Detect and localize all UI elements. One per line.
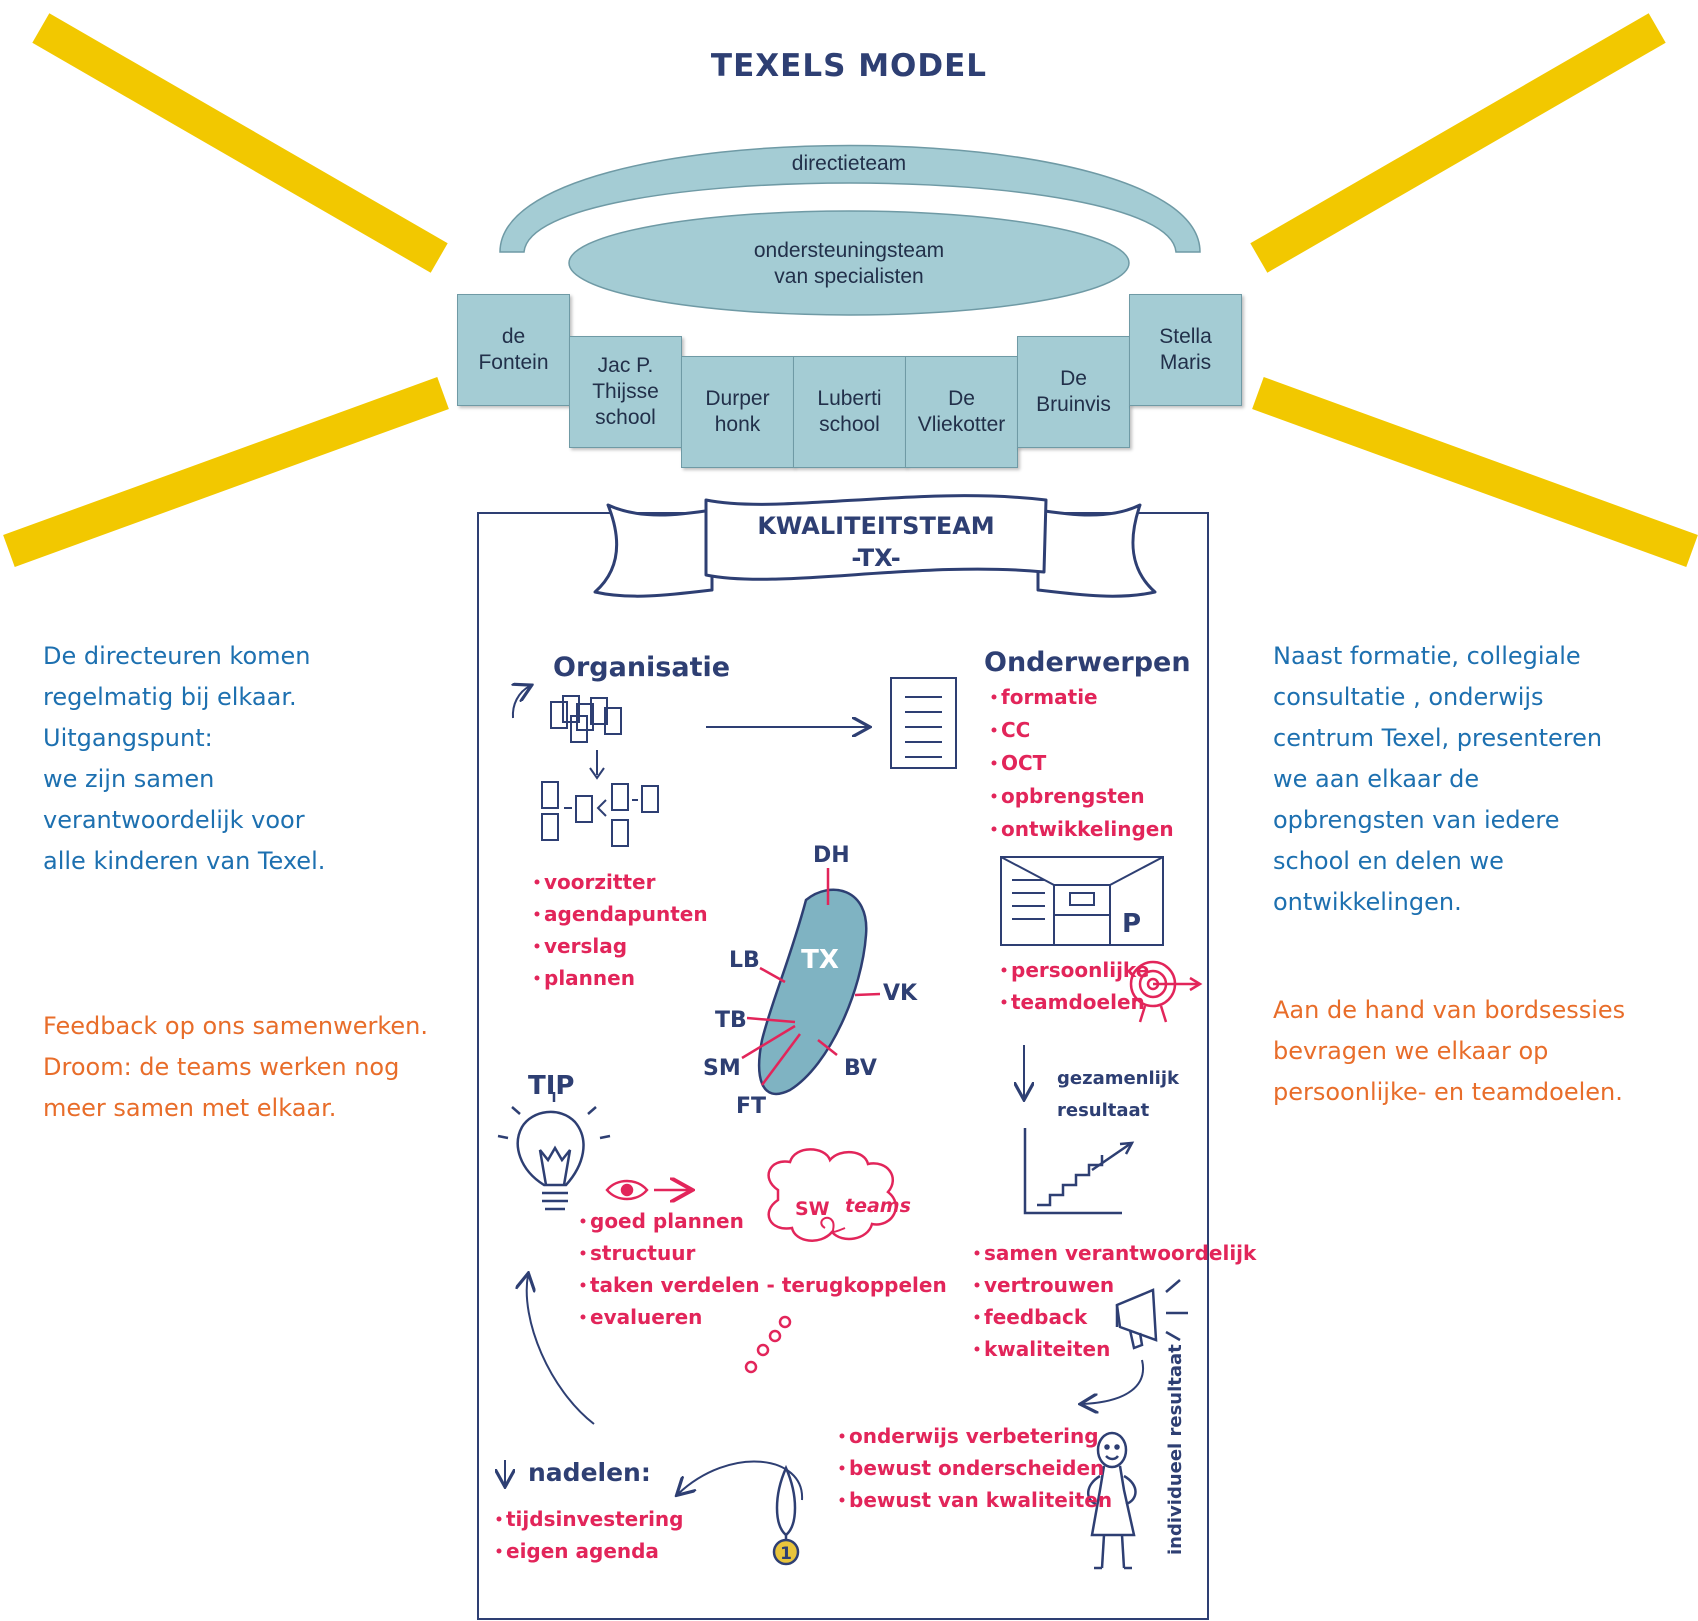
tip-heading: TIP [528,1071,574,1101]
nadelen-item-2: eigen agenda [506,1539,659,1563]
island-label-tb: TB [715,1008,747,1033]
cloud-loop [820,1216,846,1233]
doelen-item-2: teamdoelen [1011,990,1145,1014]
nadelen-heading: nadelen: [528,1458,651,1487]
management-diagram [499,144,1201,316]
organisatie-item-3: verslag [544,934,627,958]
board-icon [1000,856,1164,946]
document-icon [890,677,957,769]
banner-line2: -TX- [851,544,900,572]
medal-number: 1 [780,1544,792,1564]
tip-item-1: goed plannen [590,1209,744,1233]
cloud-teams: teams [845,1195,911,1217]
curved-arrow-down-left [1082,1359,1145,1404]
banner-left-tail [593,503,714,598]
eye-icon [605,1181,690,1199]
island-label-bv: BV [844,1056,877,1081]
growth-chart-icon [1023,1128,1135,1215]
tip-item-4: evalueren [590,1305,702,1329]
nadelen-item-1: tijdsinvestering [506,1507,684,1531]
island-label-vk: VK [883,981,918,1006]
thought-bubbles [744,1315,792,1374]
onderwerpen-item-3: OCT [1001,751,1047,775]
island-label-dh: DH [813,843,850,868]
gezamenlijk-line2: resultaat [1057,1100,1150,1121]
board-letter: P [1122,909,1141,939]
onderwerpen-item-5: ontwikkelingen [1001,817,1174,841]
doelen-item-1: persoonlijke [1011,958,1149,982]
org-chart-icon [541,695,659,847]
left-blue-text: De directeuren komen regelmatig bij elka… [43,642,326,875]
island-center: TX [801,945,839,975]
target-icon [1129,960,1203,1023]
directieteam-label: directieteam [791,152,907,175]
thought-cloud [767,1148,898,1242]
medal-icon [772,1464,800,1566]
tip-item-3: taken verdelen - terugkoppelen [590,1273,947,1297]
curved-arrow-up-to-tip [527,1275,595,1425]
organisatie-curved-arrow [513,686,530,719]
cloud-sw: SW [795,1198,830,1220]
right-orange-text: Aan de hand van bordsessies bevragen we … [1273,996,1626,1106]
island-label-ft: FT [736,1094,766,1119]
island-lines [741,868,881,1086]
verbetering-item-2: bewust onderscheiden [849,1456,1104,1480]
person-icon [1087,1431,1137,1570]
island-label-lb: LB [729,948,760,973]
verbetering-item-1: onderwijs verbetering [849,1424,1099,1448]
ondersteuningsteam-label: ondersteuningsteam van specialisten [699,238,999,290]
onderwerpen-bullets [991,694,997,832]
onderwerpen-item-2: CC [1001,718,1030,742]
organisatie-item-1: voorzitter [544,870,656,894]
individueel-label: individueel resultaat [1165,1344,1186,1555]
directieteam-arc [499,144,1201,253]
curved-arrow-to-nadelen [678,1460,804,1501]
page-title: TEXELS MODEL [710,48,988,84]
left-orange-text: Feedback op ons samenwerken. Droom: de t… [43,1012,428,1122]
samen-item-3: feedback [984,1305,1088,1329]
tip-item-2: structuur [590,1241,695,1265]
banner-right-tail [1036,503,1157,598]
ondersteuningsteam-ellipse [568,210,1130,316]
verbetering-item-3: bewust van kwaliteiten [849,1488,1112,1512]
onderwerpen-item-1: formatie [1001,685,1098,709]
organisatie-bullets [534,879,540,981]
onderwerpen-item-4: opbrengsten [1001,784,1145,808]
banner-body [704,494,1048,581]
samen-item-4: kwaliteiten [984,1337,1110,1361]
onderwerpen-heading: Onderwerpen [984,647,1191,678]
samen-item-2: vertrouwen [984,1273,1114,1297]
samen-item-1: samen verantwoordelijk [984,1241,1257,1265]
organisatie-item-4: plannen [544,966,635,990]
gezamenlijk-line1: gezamenlijk [1057,1068,1180,1089]
megaphone-icon [1115,1279,1188,1350]
organisatie-heading: Organisatie [553,652,730,683]
banner-line1: KWALITEITSTEAM [757,512,994,540]
right-blue-text: Naast formatie, collegiale consultatie ,… [1273,642,1603,916]
banner [593,494,1157,598]
ondersteuningsteam-line2: van specialisten [774,265,924,288]
ondersteuningsteam-line1: ondersteuningsteam [753,239,945,262]
lightbulb-icon [497,1092,611,1211]
island-label-sm: SM [703,1056,741,1081]
organisatie-item-2: agendapunten [544,902,708,926]
island-shape [758,888,868,1096]
